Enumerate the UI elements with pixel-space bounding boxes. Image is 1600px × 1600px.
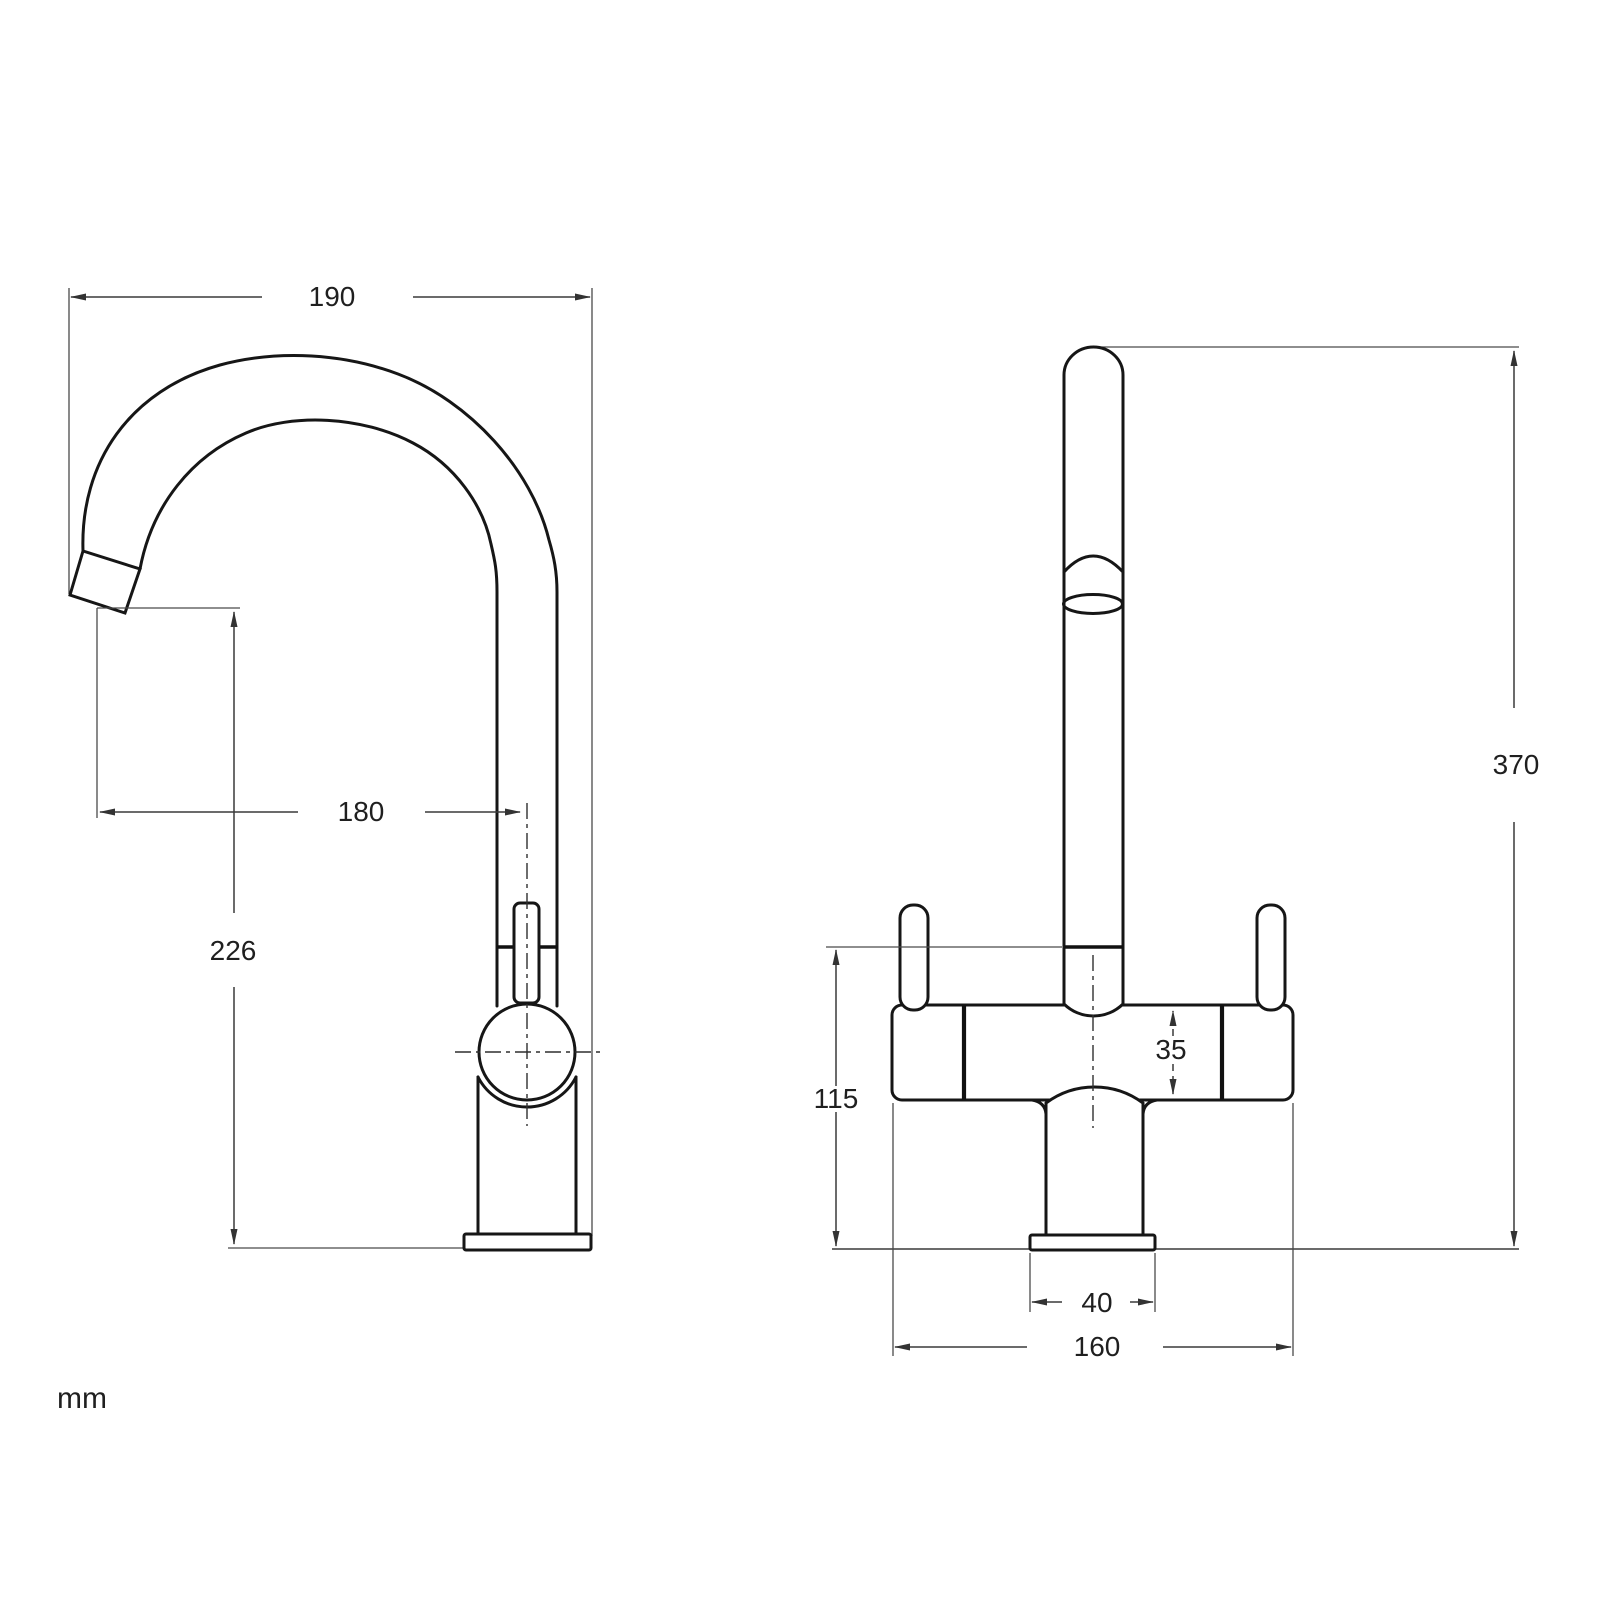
dim-spout-height-226: 226 (210, 611, 464, 1249)
trunk-fillet-right (1141, 1098, 1159, 1116)
spout-nozzle (68, 549, 142, 615)
dim-spout-width-190: 190 (68, 281, 593, 1236)
front-view: 35 115 370 40 (814, 345, 1540, 1362)
dim-label-35: 35 (1155, 1034, 1186, 1065)
dim-overall-height-370: 370 (1493, 350, 1540, 1247)
dim-label-40: 40 (1081, 1287, 1112, 1318)
units-label: mm (57, 1382, 107, 1415)
trunk-fillet-left (1030, 1098, 1048, 1116)
dim-body-height-115: 115 (814, 946, 1062, 1247)
dim-label-190: 190 (309, 281, 356, 312)
trunk-fill (1046, 1086, 1143, 1235)
dim-spout-reach-180: 180 (96, 607, 521, 827)
trunk-outline (1044, 1085, 1145, 1237)
handle-lever-left (898, 903, 930, 1012)
dim-body-bar-35: 35 (1155, 1010, 1187, 1095)
spout-tube-front (1062, 345, 1125, 1018)
spout-outer-curve (81, 354, 559, 1008)
dim-label-370: 370 (1493, 749, 1540, 780)
dim-label-160: 160 (1074, 1331, 1121, 1362)
spout-outlet-dome (1062, 554, 1125, 574)
base-plate-front (1028, 1233, 1157, 1252)
dim-base-width-40: 40 (1029, 1253, 1156, 1318)
spout-inner-curve (138, 418, 499, 1008)
base-plate-side (462, 1232, 593, 1252)
side-view: 190 180 226 (68, 281, 601, 1252)
dim-label-180: 180 (338, 796, 385, 827)
dim-label-226: 226 (210, 935, 257, 966)
spout-outlet-ring (1062, 593, 1124, 615)
dim-label-115: 115 (814, 1083, 859, 1114)
dim-handle-spread-160: 160 (892, 1103, 1294, 1362)
handle-lever-right (1255, 903, 1287, 1012)
